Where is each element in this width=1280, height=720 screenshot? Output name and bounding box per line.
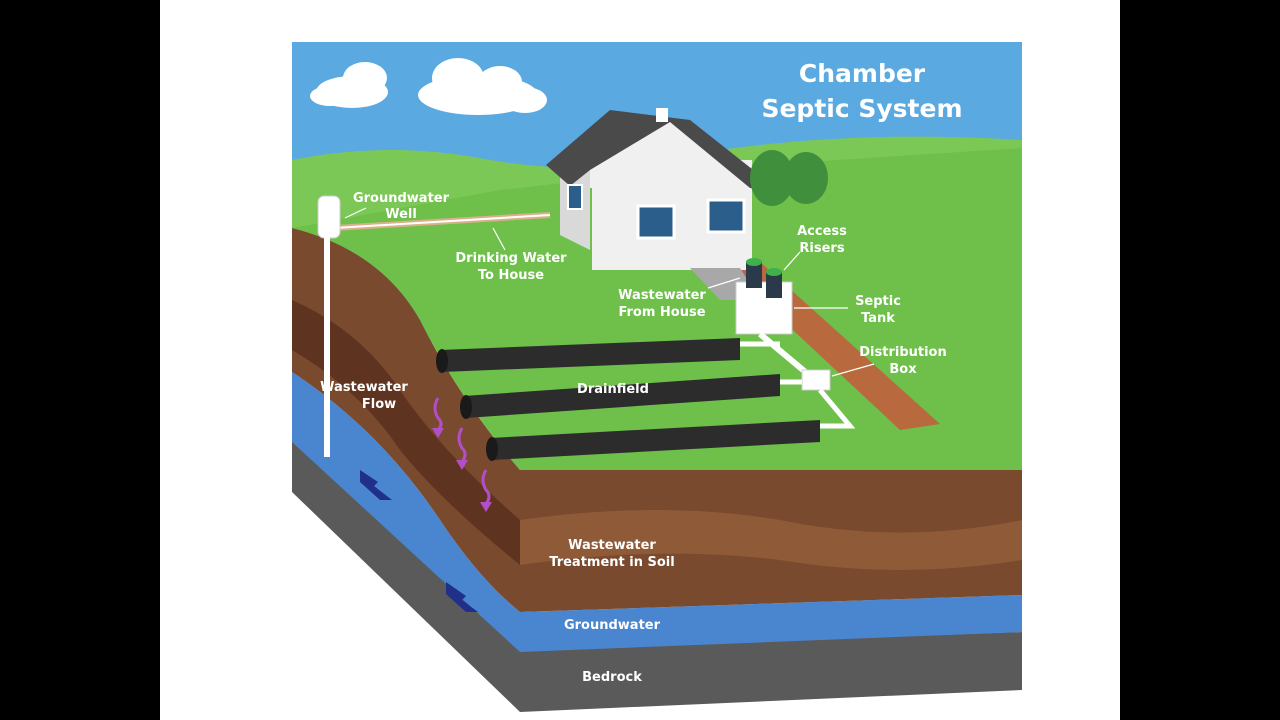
label-wastewater-flow-2: Flow: [362, 397, 396, 412]
riser-2: [766, 272, 782, 298]
groundwater-arrows: [360, 470, 478, 612]
label-treatment-1: Wastewater: [568, 538, 656, 553]
water-line-pipe: [334, 214, 551, 229]
label-groundwater-well-2: Well: [385, 207, 417, 222]
riser-cap-1: [746, 258, 762, 266]
well-casing: [324, 235, 330, 457]
label-access-risers-1: Access: [797, 224, 847, 239]
label-groundwater: Groundwater: [564, 618, 661, 633]
label-distribution-box-2: Box: [889, 362, 917, 377]
groundwater-layer: [292, 372, 1022, 652]
label-drinking-water-1: Drinking Water: [455, 251, 567, 266]
chamber-end-2: [460, 395, 472, 419]
well-housing: [317, 195, 341, 239]
leader-well: [344, 207, 367, 219]
label-groundwater-well-1: Groundwater: [353, 191, 450, 206]
cloud-left: [310, 62, 388, 108]
label-drainfield: Drainfield: [577, 382, 649, 397]
riser-1: [746, 262, 762, 288]
label-drinking-water-2: To House: [478, 268, 544, 283]
cloud-right: [418, 58, 547, 115]
leader-distribution-box: [831, 363, 875, 377]
leader-drinking-water: [492, 227, 506, 251]
label-distribution-box-1: Distribution: [859, 345, 946, 360]
septic-tank: [735, 281, 793, 335]
wastewater-flow-heads: [432, 428, 492, 512]
chamber-1: [440, 338, 740, 372]
label-wastewater-house-1: Wastewater: [618, 288, 706, 303]
label-wastewater-house-2: From House: [618, 305, 705, 320]
bedrock-layer: [292, 440, 1022, 712]
label-treatment-2: Treatment in Soil: [549, 555, 674, 570]
distribution-box: [801, 369, 831, 391]
riser-cap-2: [766, 268, 782, 276]
label-septic-tank-1: Septic: [855, 294, 901, 309]
soil-band: [520, 510, 1022, 570]
septic-diagram: Chamber Septic System Groundwater Well D…: [292, 42, 1022, 712]
lateral-pipe-3: [818, 388, 856, 429]
house: [546, 108, 776, 270]
chamber-3: [490, 420, 820, 460]
chamber-end-3: [486, 437, 498, 461]
label-septic-tank-2: Tank: [861, 311, 895, 326]
chamber-end-1: [436, 349, 448, 373]
title-line-1: Chamber: [799, 59, 926, 88]
label-wastewater-flow-1: Wastewater: [320, 380, 408, 395]
chamber-2: [464, 374, 780, 418]
label-bedrock: Bedrock: [582, 670, 642, 685]
leader-risers: [783, 251, 801, 271]
title-line-2: Septic System: [761, 94, 962, 123]
wastewater-flow-arrows: [433, 397, 491, 505]
diagram-canvas: Chamber Septic System Groundwater Well D…: [160, 0, 1120, 720]
lawn: [292, 148, 1022, 470]
label-access-risers-2: Risers: [799, 241, 844, 256]
trees: [750, 150, 828, 206]
leader-wastewater-house: [707, 277, 741, 289]
soil-band-side: [292, 300, 520, 565]
